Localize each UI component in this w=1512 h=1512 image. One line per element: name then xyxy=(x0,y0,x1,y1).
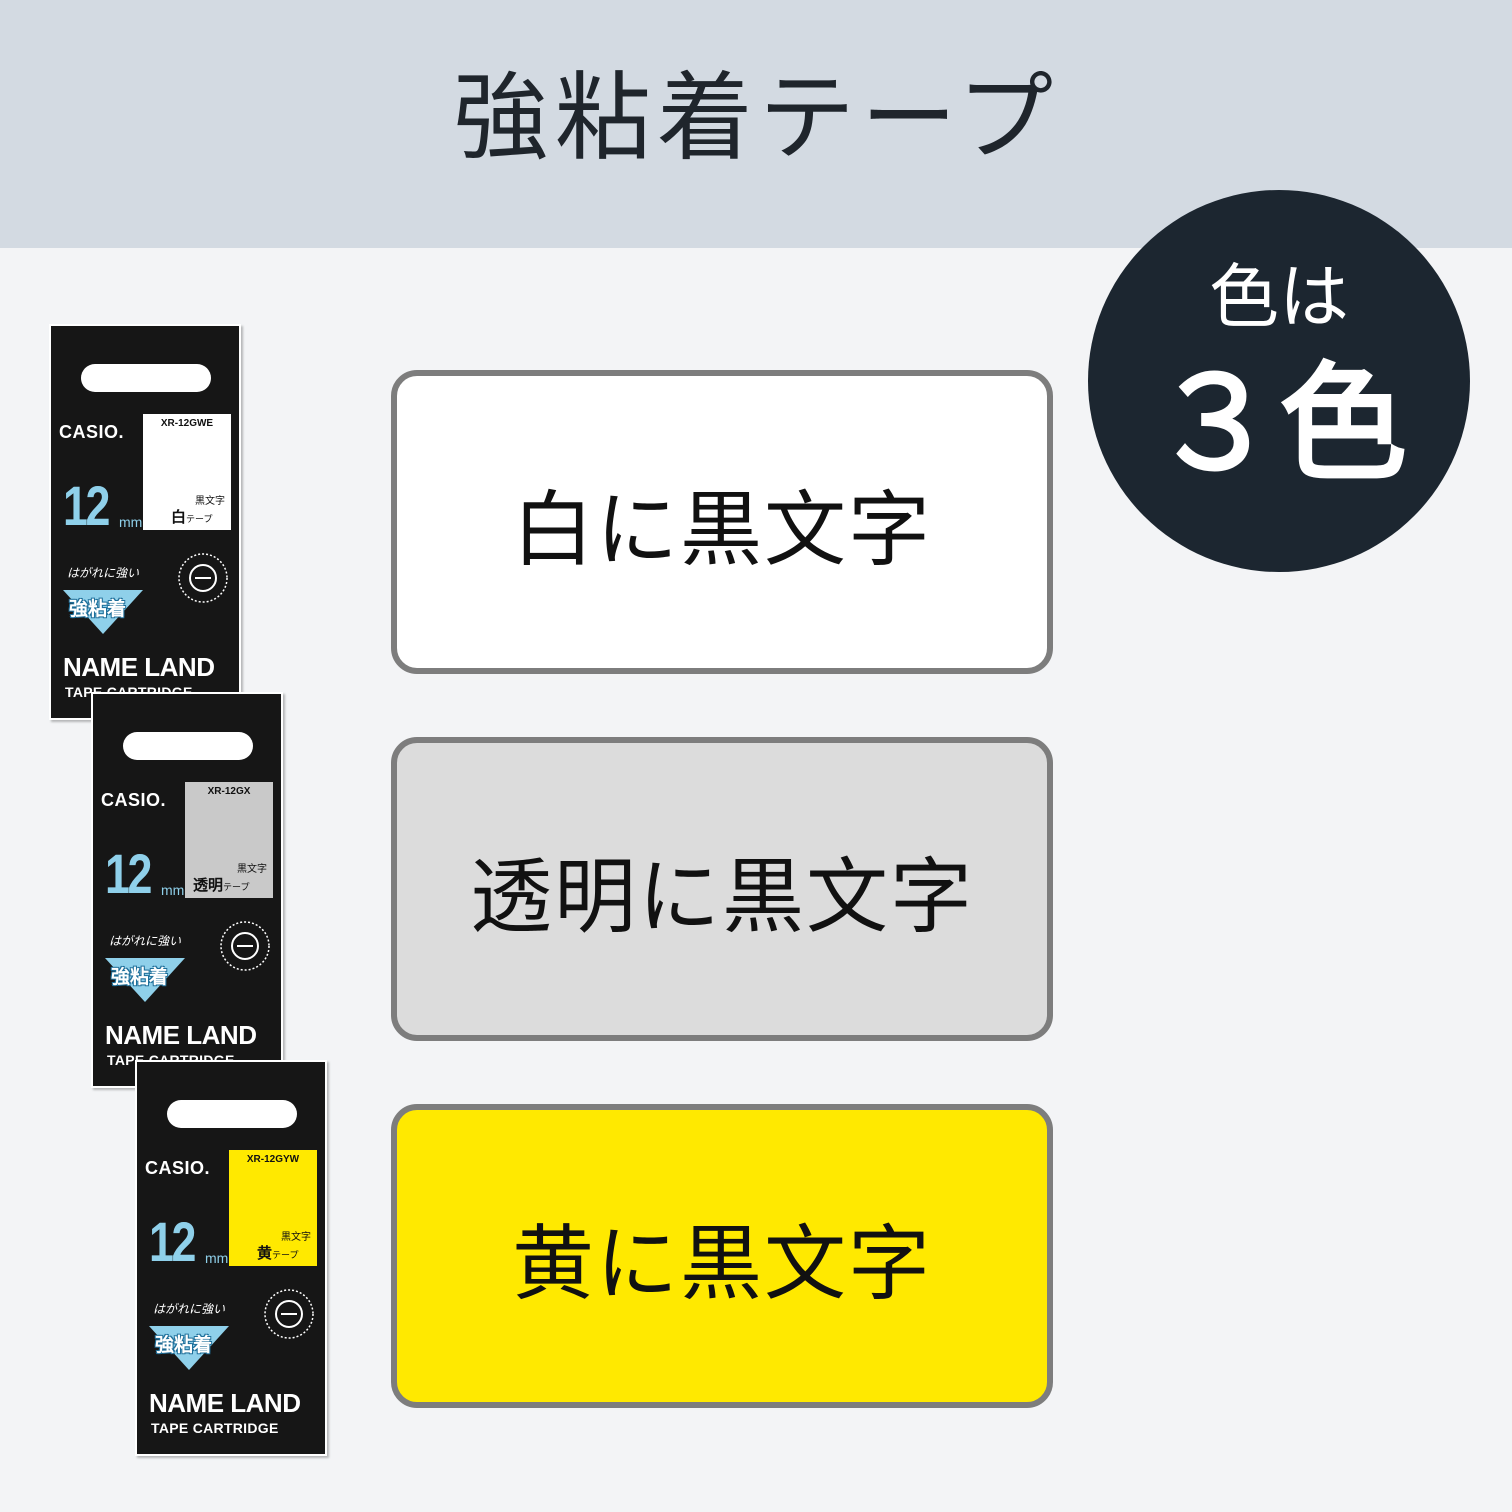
tape-package-white: CASIO. XR-12GWE 黒文字 白テープ 12 mm はがれに強い 強粘… xyxy=(49,324,241,720)
color-count-badge: 色は ３色 xyxy=(1088,190,1470,572)
tape-width: 12 xyxy=(105,842,152,905)
strong-adhesive-mark: 強粘着 xyxy=(63,590,143,638)
peel-resistant-text: はがれに強い xyxy=(67,566,140,580)
swatch-label: 黄に黒文字 xyxy=(511,1216,932,1312)
swatch-white: 白に黒文字 xyxy=(391,370,1053,674)
tape-name: 白 xyxy=(171,508,187,526)
badge-line2: ３色 xyxy=(1150,350,1407,499)
badge-line1: 色は xyxy=(1209,256,1349,338)
swatch-label: 透明に黒文字 xyxy=(469,849,974,945)
brand-logo: CASIO. xyxy=(59,422,125,442)
triangle-icon xyxy=(105,958,185,1002)
product-subtitle: TAPE CARTRIDGE xyxy=(151,1420,279,1436)
tape-name: 透明 xyxy=(193,876,224,894)
tape-width: 12 xyxy=(149,1210,196,1273)
tape-width: 12 xyxy=(63,474,110,537)
strong-adhesive-text: 強粘着 xyxy=(155,1334,213,1356)
tape-label: XR-12GX 黒文字 透明テープ xyxy=(185,782,273,898)
tape-suffix: テープ xyxy=(272,1251,299,1261)
strong-adhesive-mark: 強粘着 xyxy=(105,958,185,1006)
strong-adhesive-text: 強粘着 xyxy=(111,966,169,988)
tape-color-text: 黄テープ xyxy=(257,1242,298,1263)
tape-width-unit: mm xyxy=(119,514,143,530)
tape-color-text: 白テープ xyxy=(171,506,212,527)
page-title: 強粘着テープ xyxy=(452,62,1060,174)
tape-label: XR-12GYW 黒文字 黄テープ xyxy=(229,1150,317,1266)
product-name: NAME LAND xyxy=(105,1020,257,1050)
triangle-icon xyxy=(63,590,143,634)
hang-hole xyxy=(123,732,253,760)
tape-label: XR-12GWE 黒文字 白テープ xyxy=(143,414,231,530)
hang-hole xyxy=(81,364,211,392)
product-name: NAME LAND xyxy=(149,1388,301,1418)
model-number: XR-12GWE xyxy=(160,418,214,429)
model-number: XR-12GX xyxy=(207,786,251,797)
tape-width-unit: mm xyxy=(161,882,185,898)
swatch-clear: 透明に黒文字 xyxy=(391,737,1053,1041)
peel-resistant-text: はがれに強い xyxy=(153,1302,226,1316)
tape-suffix: テープ xyxy=(223,883,250,893)
char-color-text: 黒文字 xyxy=(195,496,225,507)
char-color-text: 黒文字 xyxy=(237,864,267,875)
strong-adhesive-text: 強粘着 xyxy=(69,598,127,620)
brand-logo: CASIO. xyxy=(101,790,167,810)
tape-name: 黄 xyxy=(257,1244,273,1262)
hang-hole xyxy=(167,1100,297,1128)
tape-suffix: テープ xyxy=(186,515,213,525)
tape-package-clear: CASIO. XR-12GX 黒文字 透明テープ 12 mm はがれに強い 強粘… xyxy=(91,692,283,1088)
header-banner: 強粘着テープ xyxy=(0,0,1512,248)
peel-resistant-text: はがれに強い xyxy=(109,934,182,948)
swatch-yellow: 黄に黒文字 xyxy=(391,1104,1053,1408)
tape-width-unit: mm xyxy=(205,1250,229,1266)
eco-mark-icon xyxy=(178,553,228,603)
eco-mark-icon xyxy=(264,1289,314,1339)
tape-color-text: 透明テープ xyxy=(193,874,249,895)
triangle-icon xyxy=(149,1326,229,1370)
brand-logo: CASIO. xyxy=(145,1158,211,1178)
swatch-label: 白に黒文字 xyxy=(511,482,932,578)
tape-package-yellow: CASIO. XR-12GYW 黒文字 黄テープ 12 mm はがれに強い 強粘… xyxy=(135,1060,327,1456)
char-color-text: 黒文字 xyxy=(281,1232,311,1243)
model-number: XR-12GYW xyxy=(246,1154,300,1165)
strong-adhesive-mark: 強粘着 xyxy=(149,1326,229,1374)
eco-mark-icon xyxy=(220,921,270,971)
product-name: NAME LAND xyxy=(63,652,215,682)
